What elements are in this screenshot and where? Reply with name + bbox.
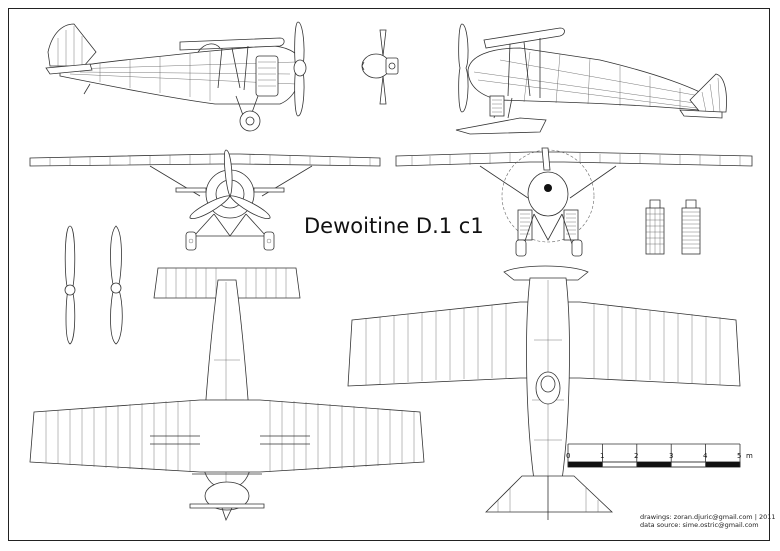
scale-tick-3: 3 — [669, 452, 673, 460]
scale-tick-1: 1 — [600, 452, 604, 460]
scale-tick-0: 0 — [566, 452, 570, 460]
scale-tick-4: 4 — [703, 452, 708, 460]
side-view-right — [455, 23, 727, 135]
top-view-left — [29, 267, 425, 522]
scale-unit: m — [746, 452, 753, 460]
side-view-left — [45, 21, 307, 132]
credits-drawings: drawings: zoran.djuric@gmail.com | 2011 — [640, 513, 776, 521]
propeller-views — [64, 225, 123, 345]
radiator-detail — [645, 199, 701, 255]
front-view-left — [29, 149, 381, 251]
top-view-right — [347, 265, 741, 520]
front-view-right — [395, 147, 753, 257]
scale-bar: 0 1 2 3 4 5 m — [566, 443, 753, 468]
engine-front-view — [361, 29, 399, 105]
scale-tick-5: 5 — [737, 452, 741, 460]
credits-block: drawings: zoran.djuric@gmail.com | 2011 … — [640, 513, 776, 529]
sheet-border — [8, 8, 770, 541]
drawing-title: Dewoitine D.1 c1 — [304, 214, 484, 238]
scale-tick-2: 2 — [634, 452, 638, 460]
credits-data-source: data source: sime.ostric@gmail.com — [640, 521, 759, 529]
